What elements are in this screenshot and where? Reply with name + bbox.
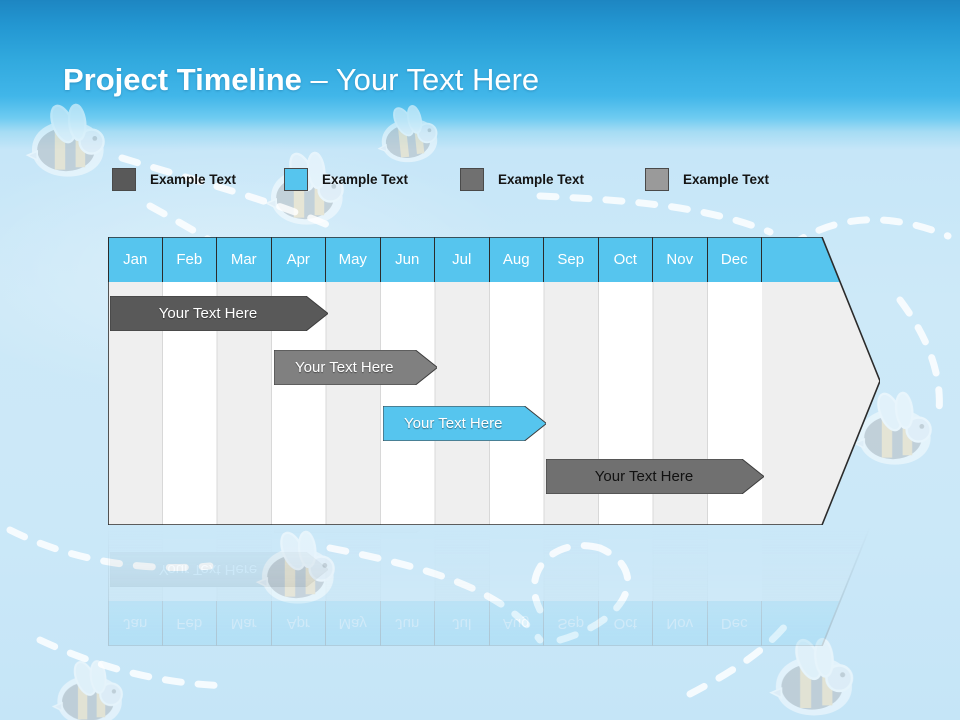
timeline-bar-label: Your Text Here	[404, 415, 503, 432]
legend-label-4: Example Text	[683, 172, 770, 187]
month-header-feb[interactable]: Feb	[163, 237, 217, 282]
legend-item-3[interactable]: Example Text	[460, 168, 584, 191]
legend-label-1: Example Text	[150, 172, 237, 187]
page-title-bold: Project Timeline	[63, 62, 302, 97]
timeline-bar-shape	[110, 296, 328, 331]
month-header-sep[interactable]: Sep	[544, 237, 599, 282]
legend-item-1[interactable]: Example Text	[112, 168, 236, 191]
timeline-bar-label: Your Text Here	[295, 359, 394, 376]
month-header-apr[interactable]: Apr	[272, 237, 326, 282]
month-header-mar[interactable]: Mar	[217, 237, 272, 282]
timeline-bar-2[interactable]: Your Text Here	[273, 350, 437, 385]
timeline-bar-3[interactable]: Your Text Here	[382, 406, 546, 441]
month-header-jun[interactable]: Jun	[381, 237, 435, 282]
legend-item-2[interactable]: Example Text	[284, 168, 408, 191]
timeline-bar-shape	[382, 406, 546, 441]
legend-item-4[interactable]: Example Text	[645, 168, 769, 191]
timeline-bar-4[interactable]: Your Text Here	[546, 459, 764, 494]
legend-swatch-4	[645, 168, 669, 191]
page-title-rest: – Your Text Here	[310, 62, 540, 97]
month-header-nov[interactable]: Nov	[653, 237, 708, 282]
timeline-bar-1[interactable]: Your Text Here	[110, 296, 328, 331]
legend: Example Text Example Text Example Text E…	[112, 168, 912, 198]
legend-swatch-1	[112, 168, 136, 191]
month-header-jan[interactable]: Jan	[108, 237, 163, 282]
timeline-bar-label: Your Text Here	[158, 305, 258, 322]
legend-label-3: Example Text	[498, 172, 585, 187]
month-header-oct[interactable]: Oct	[599, 237, 653, 282]
month-header-dec[interactable]: Dec	[708, 237, 762, 282]
month-header-jul[interactable]: Jul	[435, 237, 490, 282]
timeline-bar-shape	[273, 350, 437, 385]
month-header-aug[interactable]: Aug	[490, 237, 544, 282]
legend-swatch-3	[460, 168, 484, 191]
month-header-may[interactable]: May	[326, 237, 381, 282]
legend-swatch-2	[284, 168, 308, 191]
page-title: Project Timeline – Your Text Here	[63, 60, 539, 100]
legend-label-2: Example Text	[322, 172, 409, 187]
timeline-bar-label: Your Text Here	[594, 468, 694, 485]
timeline-bar-shape	[546, 459, 764, 494]
